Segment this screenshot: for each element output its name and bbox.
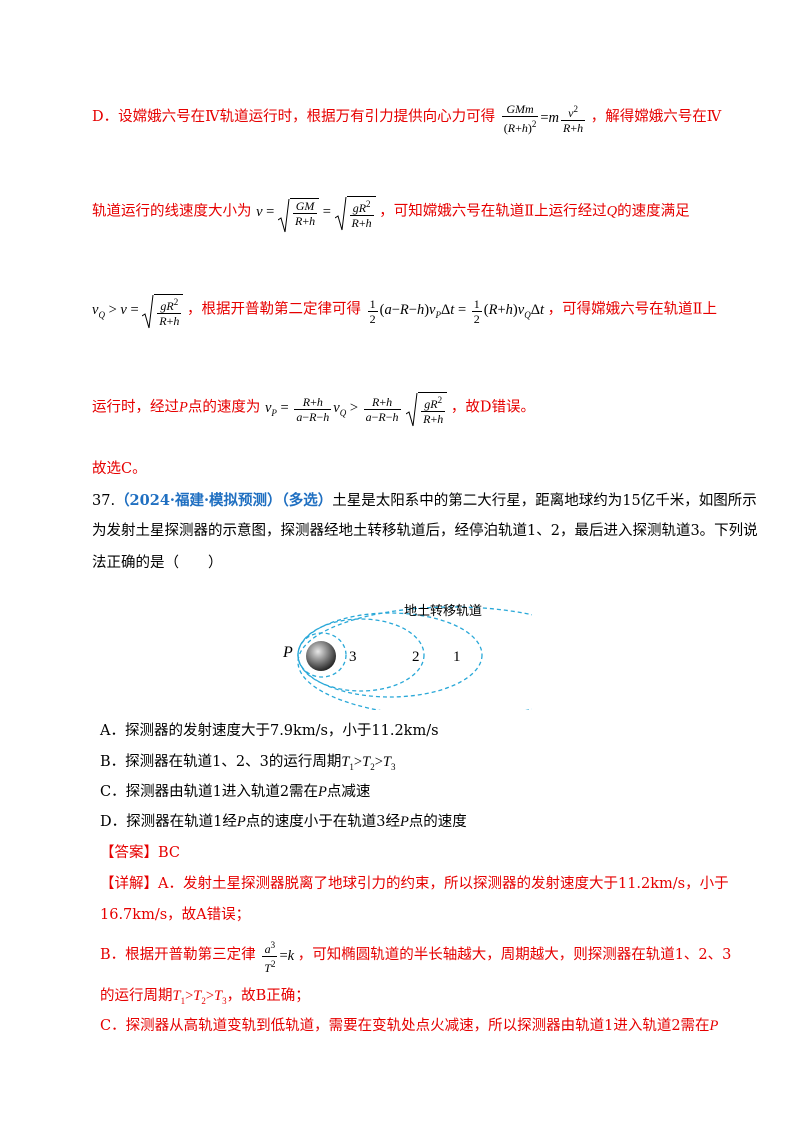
- formula-period-order: T1>T2>T3: [341, 754, 396, 772]
- option-d-tail: 点的速度: [408, 814, 467, 830]
- analysis-b2-pre: 的运行周期: [100, 988, 173, 1004]
- analysis-c-text: C．探测器从高轨道变轨到低轨道，需要在变轨处点火减速，所以探测器由轨道1进入轨道…: [100, 1018, 710, 1034]
- para-d-line4-post: ，故D错误。: [450, 399, 536, 416]
- question-source: （2024·福建·模拟预测）: [115, 492, 282, 509]
- question-stem-3: 法正确的是（ ）: [92, 555, 223, 571]
- analysis-b-line2: 的运行周期T1>T2>T3，故B正确；: [100, 988, 310, 1007]
- analysis-b-post: ，可知椭圆轨道的半长轴越大，周期越大，则探测器在轨道1、2、3: [297, 947, 732, 964]
- option-b-text: B．探测器在轨道1、2、3的运行周期: [100, 754, 342, 770]
- option-a: A．探测器的发射速度大于7.9km/s，小于11.2km/s: [100, 723, 439, 739]
- parking-orbit-2: [297, 618, 425, 692]
- transfer-orbit-label: 地土转移轨道: [404, 604, 482, 619]
- formula-period-order-2: T1>T2>T3: [172, 988, 227, 1006]
- para-d-line2-end: 的速度满足: [617, 203, 690, 220]
- question-37-line1: 37.（2024·福建·模拟预测）（多选）土星是太阳系中的第二大行星，距离地球约…: [92, 492, 757, 510]
- question-stem-1: 土星是太阳系中的第二大行星，距离地球约为15亿千米，如图所示: [332, 493, 757, 509]
- analysis-a-line1: 【详解】A．发射土星探测器脱离了地球引力的约束，所以探测器的发射速度大于11.2…: [100, 876, 729, 892]
- analysis-b2-post: ，故B正确；: [226, 988, 310, 1004]
- option-d-point-1: P: [236, 814, 246, 830]
- orbit-label-1: 1: [453, 649, 461, 665]
- option-d: D．探测器在轨道1经P点的速度小于在轨道3经P点的速度: [100, 814, 467, 831]
- option-c-point: P: [318, 784, 327, 800]
- option-c-tail: 点减速: [326, 784, 371, 800]
- para-d-line1-post: ，解得嫦娥六号在Ⅳ: [590, 109, 722, 126]
- planet-icon: [306, 641, 336, 671]
- analysis-c-line1: C．探测器从高轨道变轨到低轨道，需要在变轨处点火减速，所以探测器由轨道1进入轨道…: [100, 1018, 718, 1035]
- para-d-line4-pre: 运行时，经过: [92, 399, 179, 416]
- option-b: B．探测器在轨道1、2、3的运行周期T1>T2>T3: [100, 754, 395, 773]
- option-c: C．探测器由轨道1进入轨道2需在P点减速: [100, 784, 370, 801]
- option-d-point-2: P: [399, 814, 409, 830]
- question-number: 37.: [92, 493, 116, 509]
- point-p-diagram-label: P: [282, 644, 293, 661]
- point-q-label: Q: [606, 203, 618, 220]
- para-d-line2-pre: 轨道运行的线速度大小为: [92, 203, 252, 220]
- question-stem-2: 为发射土星探测器的示意图，探测器经地土转移轨道后，经停泊轨道1、2，最后进入探测…: [92, 523, 758, 539]
- conclusion: 故选C。: [92, 461, 147, 477]
- analysis-a-line2: 16.7km/s，故A错误；: [100, 907, 251, 923]
- analysis-b-pre: B．根据开普勒第三定律: [100, 947, 256, 964]
- orbit-label-3: 3: [349, 649, 357, 665]
- option-d-text: D．探测器在轨道1经: [100, 814, 237, 830]
- para-d-line1: D．设嫦娥六号在Ⅳ轨道运行时，根据万有引力提供向心力可得 GMm(R+h)2=m…: [92, 102, 721, 135]
- option-c-text: C．探测器由轨道1进入轨道2需在: [100, 784, 319, 800]
- point-p-label: P: [179, 399, 188, 416]
- para-d-line3-post: ，可得嫦娥六号在轨道Ⅱ上: [547, 301, 718, 318]
- option-d-mid: 点的速度小于在轨道3经: [245, 814, 400, 830]
- orbit-diagram: P 3 2 1 地土转移轨道: [272, 590, 609, 718]
- analysis-c-point: P: [709, 1018, 719, 1034]
- orbit-label-2: 2: [412, 649, 420, 665]
- detection-orbit-3: [297, 632, 347, 678]
- answer: 【答案】BC: [100, 845, 181, 861]
- para-d-line2-post: ，可知嫦娥六号在轨道Ⅱ上运行经过: [379, 203, 607, 220]
- orbit-diagram-svg: P 3 2 1 地土转移轨道: [282, 604, 609, 718]
- question-type: （多选）: [281, 492, 333, 509]
- para-d-line4-mid: 点的速度为: [187, 399, 261, 416]
- para-d-line3-mid: ，根据开普勒第二定律可得: [187, 301, 361, 318]
- para-d-line1-pre: D．设嫦娥六号在Ⅳ轨道运行时，根据万有引力提供向心力可得: [92, 109, 496, 126]
